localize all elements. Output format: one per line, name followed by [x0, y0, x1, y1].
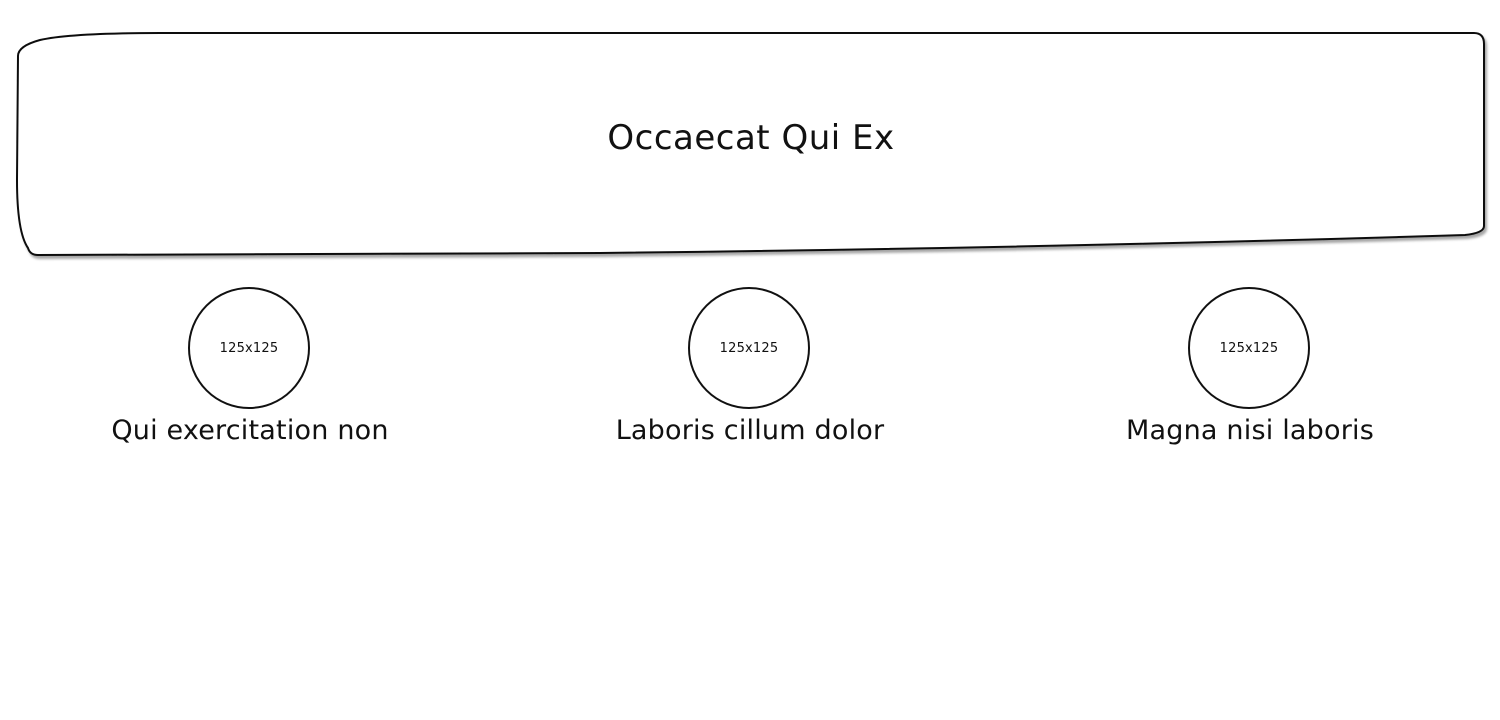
feature-caption: Magna nisi laboris — [1126, 415, 1374, 446]
banner-outline — [15, 32, 1485, 257]
image-placeholder-label: 125x125 — [219, 340, 279, 356]
feature-card: 125x125 Laboris cillum dolor — [600, 287, 900, 467]
image-placeholder: 125x125 — [188, 287, 310, 409]
feature-caption: Laboris cillum dolor — [615, 415, 885, 446]
feature-card: 125x125 Magna nisi laboris — [1100, 287, 1400, 467]
hero-banner: Occaecat Qui Ex — [0, 0, 1500, 270]
image-placeholder-label: 125x125 — [1219, 340, 1279, 356]
image-placeholder: 125x125 — [688, 287, 810, 409]
image-placeholder: 125x125 — [1188, 287, 1310, 409]
feature-caption: Qui exercitation non — [111, 415, 389, 446]
image-placeholder-label: 125x125 — [719, 340, 779, 356]
banner-title: Occaecat Qui Ex — [607, 118, 895, 158]
feature-card: 125x125 Qui exercitation non — [100, 287, 400, 467]
